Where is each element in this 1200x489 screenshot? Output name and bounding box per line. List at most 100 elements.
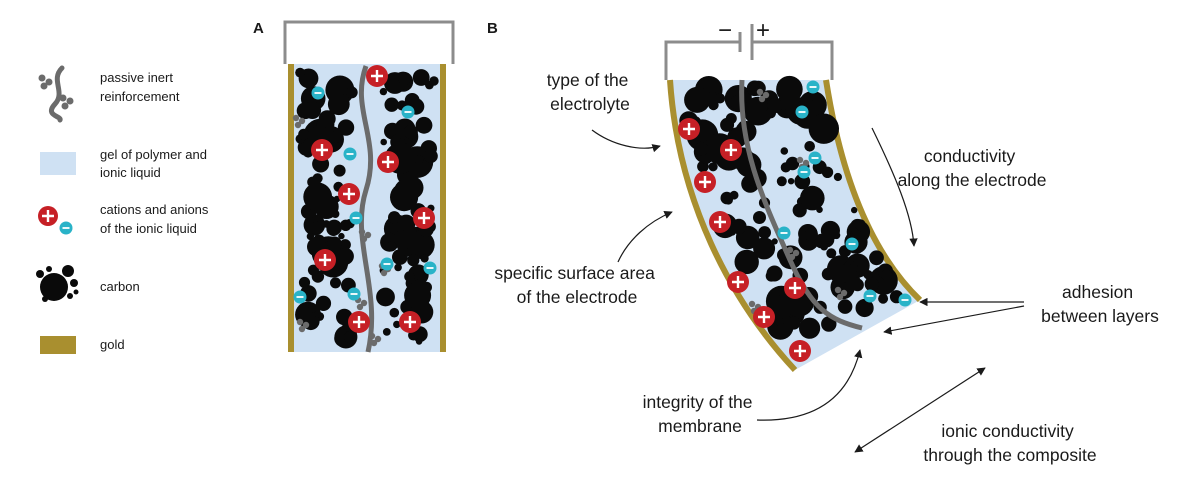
cation-sign (714, 216, 726, 228)
reinforcement-particle (380, 269, 388, 277)
legend-reinforcement-symbol (38, 65, 74, 123)
carbon-particle (394, 263, 402, 272)
anion-icon (795, 105, 809, 119)
legend-label-gold: gold (100, 337, 125, 352)
carbon-particle (333, 164, 346, 177)
cation-icon (377, 151, 399, 173)
legend-label-ions: cations and anions of the ionic liquid (100, 202, 212, 236)
carbon-particle (826, 248, 837, 259)
cation-sign (683, 123, 695, 135)
carbon-particle (389, 307, 400, 318)
carbon-particle (800, 185, 825, 211)
carbon-particle (804, 228, 818, 242)
legend-label-carbon: carbon (100, 279, 140, 294)
reinforcement-particle (296, 318, 304, 326)
cation-sign (382, 156, 394, 168)
carbon-particle (837, 299, 853, 314)
panel-label-b: B (487, 20, 498, 37)
cation-sign (418, 212, 430, 224)
panel-label-a: A (253, 20, 264, 37)
panel-a-ions (293, 65, 437, 333)
reinforcement-particle (796, 156, 804, 164)
anion-icon (401, 105, 415, 119)
cation-icon (311, 139, 333, 161)
arrow-ionic-conductivity (854, 367, 986, 453)
legend-label-gel: gel of polymer and ionic liquid (100, 147, 211, 180)
carbon-particle (327, 93, 350, 116)
reinforcement-particle (368, 332, 376, 340)
carbon-particle (780, 147, 789, 155)
carbon-particle (314, 310, 322, 318)
carbon-particle (775, 317, 784, 327)
carbon-particle (397, 214, 416, 233)
carbon-particle (298, 128, 310, 140)
anion-icon (311, 86, 325, 100)
cation-sign (316, 144, 328, 156)
carbon-particle (776, 176, 787, 187)
legend-gel-swatch (40, 152, 76, 175)
cation-icon (314, 249, 336, 271)
carbon-particle (881, 269, 893, 281)
panel-b-battery: − + (664, 17, 834, 80)
cation-sign (732, 276, 744, 288)
cation-sign (794, 345, 806, 357)
carbon-particle (855, 298, 874, 318)
legend-label-reinforcement: passive inert reinforcement (100, 70, 180, 104)
carbon-particle (376, 287, 395, 307)
carbon-particle (315, 161, 323, 169)
carbon-particle (315, 295, 332, 311)
cation-sign (371, 70, 383, 82)
reinforcement-particle (298, 325, 306, 333)
carbon-particle (765, 108, 776, 119)
carbon-particle (407, 254, 420, 267)
reinforcement-particle (358, 228, 366, 236)
carbon-particle (330, 277, 341, 289)
carbon-particle (298, 276, 311, 289)
reinforcement-particle (756, 88, 764, 96)
arrow-conductivity-electrode (871, 127, 918, 247)
carbon-particle (684, 86, 711, 113)
panel-a-gold-left (288, 64, 294, 352)
carbon-particle (869, 250, 884, 266)
carbon-particle (340, 219, 352, 231)
carbon-particle (327, 236, 342, 252)
arrow-electrolyte (591, 129, 661, 153)
cation-sign (699, 176, 711, 188)
carbon-particle (379, 87, 388, 96)
cation-sign (319, 254, 331, 266)
panel-b-gold-right (823, 79, 923, 303)
cation-icon (789, 340, 811, 362)
panel-b-ions (678, 80, 912, 362)
anion-icon (293, 290, 307, 304)
cation-sign (725, 144, 737, 156)
reinforcement-particle (762, 91, 770, 99)
anion-icon (863, 289, 877, 303)
carbon-particle (734, 249, 759, 275)
reinforcement-particle (364, 231, 372, 239)
battery-minus-sign: − (718, 17, 732, 44)
carbon-particle (785, 156, 800, 171)
battery-plus-sign: + (756, 17, 770, 44)
reinforcement-particle (356, 303, 364, 311)
panel-b-actuator (667, 75, 923, 373)
carbon-particle (821, 316, 837, 332)
carbon-particle (808, 113, 839, 144)
carbon-particle (314, 194, 339, 219)
reinforcement-particle (370, 339, 378, 347)
carbon-particle (415, 338, 423, 345)
reinforcement-particle (792, 249, 800, 257)
carbon-particle (851, 206, 858, 214)
carbon-particle (400, 176, 424, 200)
carbon-particle (420, 254, 429, 263)
carbon-particle (792, 203, 807, 218)
carbon-particle (307, 264, 319, 276)
cation-icon (399, 311, 421, 333)
annotation-ionic-conductivity: ionic conductivity through the composite (923, 421, 1096, 465)
anion-icon (343, 147, 357, 161)
cation-icon (413, 207, 435, 229)
carbon-particle (402, 232, 420, 250)
panel-b-wire (664, 40, 834, 80)
carbon-particle (345, 86, 358, 99)
carbon-particle (821, 166, 834, 178)
panel-b-gold-left (667, 79, 798, 373)
